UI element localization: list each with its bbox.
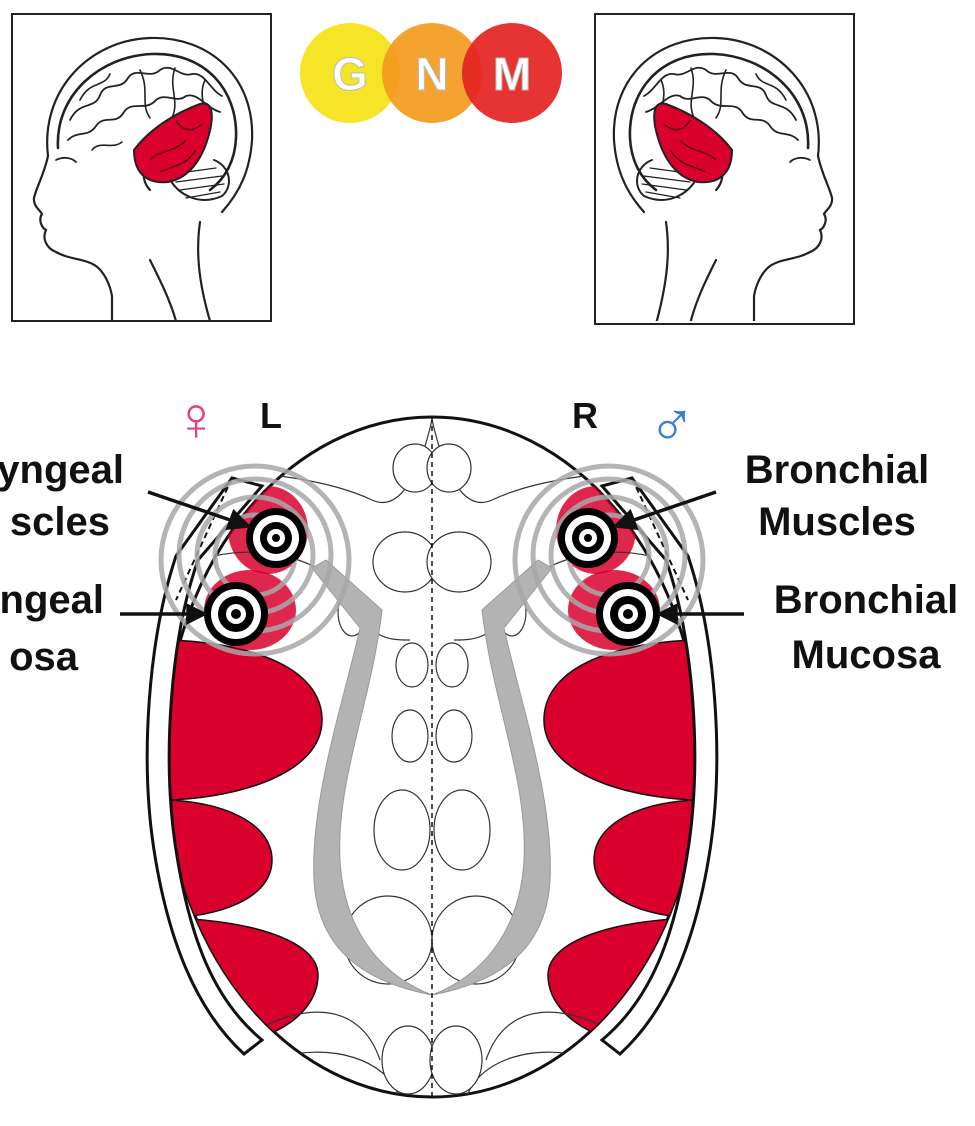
female-symbol: ♀	[173, 385, 220, 454]
label-left-mucosa-2: osa	[9, 635, 79, 679]
target-right-lower	[596, 582, 660, 646]
label-right-mucosa-1: Bronchial	[774, 578, 958, 622]
label-left-mucosa-1: ngeal	[0, 578, 104, 622]
gnm-logo: G N M	[300, 23, 562, 123]
male-symbol: ♂	[648, 386, 696, 458]
side-label-right: R	[572, 395, 598, 436]
right-head-panel	[595, 14, 854, 324]
target-left-lower	[204, 582, 268, 646]
side-label-left: L	[260, 395, 282, 436]
logo-letter-n: N	[415, 48, 448, 100]
label-right-muscles-1: Bronchial	[745, 448, 929, 492]
label-left-muscles-1: yngeal	[0, 448, 124, 492]
label-right-mucosa-2: Mucosa	[792, 633, 942, 677]
logo-letter-m: M	[493, 48, 531, 100]
label-right-muscles-2: Muscles	[758, 500, 916, 544]
logo-letter-g: G	[332, 48, 368, 100]
target-left-upper	[246, 508, 306, 568]
target-right-upper	[558, 508, 618, 568]
label-left-muscles-2: scles	[10, 500, 110, 544]
left-head-panel	[12, 14, 271, 321]
